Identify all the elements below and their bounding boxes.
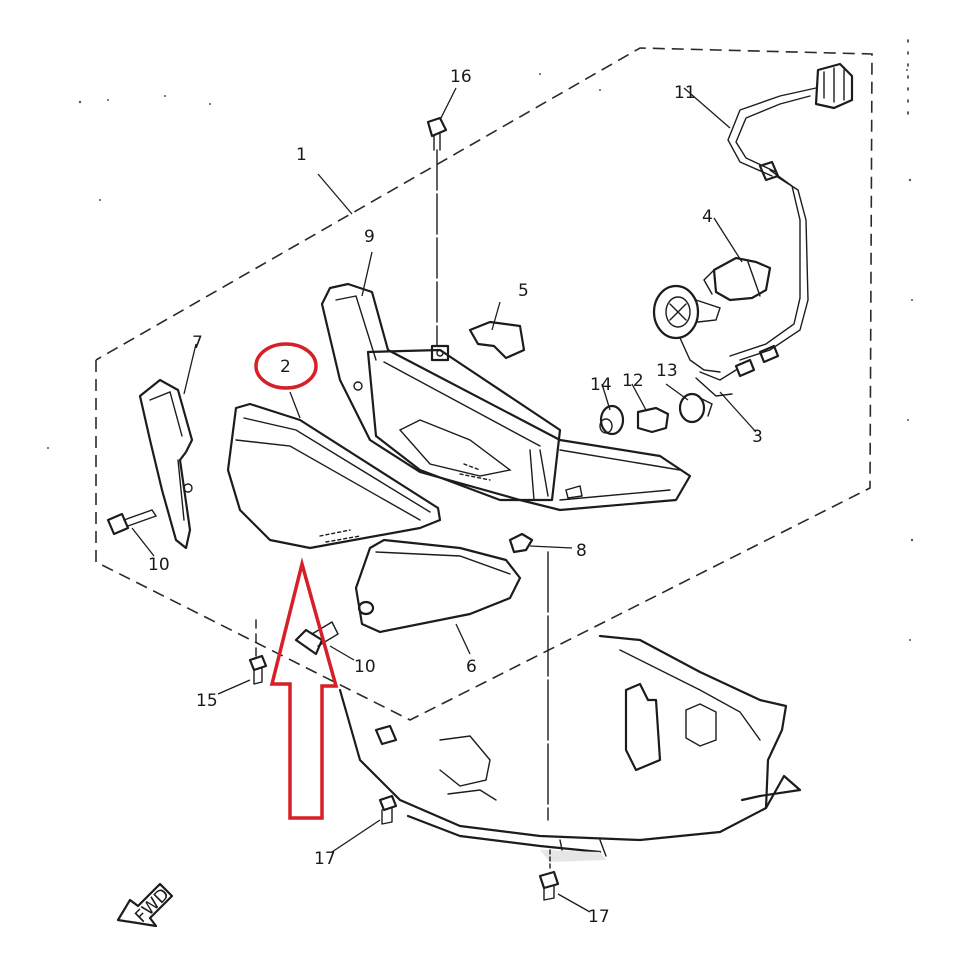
callout-13: 13 <box>656 361 678 381</box>
lower-cowling <box>338 634 802 862</box>
callout-3: 3 <box>752 427 763 447</box>
highlight-circle <box>254 342 318 390</box>
part-6-side-lens <box>354 538 522 634</box>
callout-5: 5 <box>518 281 529 301</box>
part-7-bracket <box>138 378 194 550</box>
callout-labels: 1 2 3 4 5 6 7 8 9 10 10 11 12 13 14 15 1… <box>148 67 763 927</box>
part-12-position-bulb <box>636 406 670 434</box>
callout-16: 16 <box>450 67 472 87</box>
callout-7: 7 <box>192 333 203 353</box>
scan-specks <box>47 39 914 641</box>
part-socket <box>652 284 721 373</box>
callout-10-right: 10 <box>354 657 376 677</box>
fwd-direction-arrow: FWD <box>116 882 174 928</box>
callout-12: 12 <box>622 371 644 391</box>
leader-lines <box>131 87 757 913</box>
callout-1: 1 <box>296 145 307 165</box>
callout-10-left: 10 <box>148 555 170 575</box>
part-14-grommet <box>599 404 625 436</box>
part-5-plate <box>468 320 526 360</box>
callout-17-bottom: 17 <box>588 907 610 927</box>
highlight-arrow <box>269 557 339 820</box>
part-9-headlight-housing <box>320 282 692 512</box>
part-15-screw <box>248 619 268 685</box>
part-10-screw-right <box>294 621 339 656</box>
callout-11: 11 <box>674 83 696 103</box>
callout-2: 2 <box>280 357 291 377</box>
callout-6: 6 <box>466 657 477 677</box>
part-17-bolt-left <box>374 724 398 825</box>
highlight-annotation <box>254 342 339 820</box>
callout-8: 8 <box>576 541 587 561</box>
part-13-position-socket <box>678 392 713 424</box>
callout-4: 4 <box>702 207 713 227</box>
part-16-bolt <box>426 116 448 347</box>
part-10-screw-left <box>106 509 157 536</box>
callout-15: 15 <box>196 691 218 711</box>
callout-14: 14 <box>590 375 612 395</box>
part-11-wiring-harness <box>695 62 854 397</box>
part-2-headlight-lens <box>226 402 442 550</box>
part-4-headlight-bulb <box>703 256 772 302</box>
callout-17-left: 17 <box>314 849 336 869</box>
part-8-nut <box>508 532 534 554</box>
assembly-boundary-outline <box>95 47 873 721</box>
part-17-bolt-bottom <box>538 849 560 901</box>
callout-9: 9 <box>364 227 375 247</box>
